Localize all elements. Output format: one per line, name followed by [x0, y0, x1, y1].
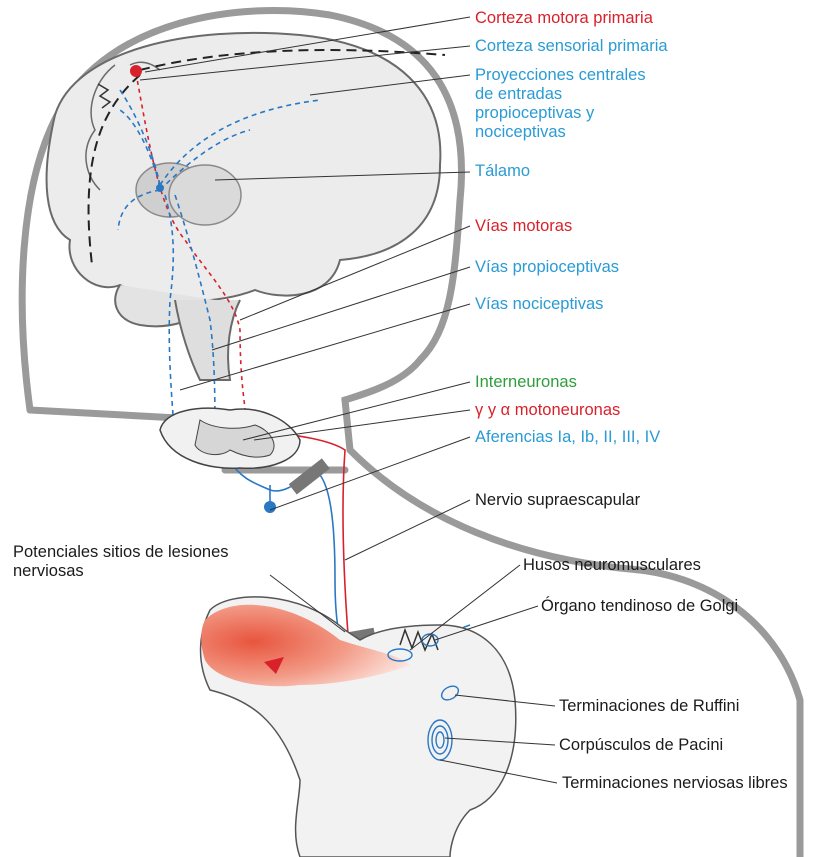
label-proyecciones: Proyecciones centrales de entradas propi…	[475, 66, 650, 142]
label-talamo: Tálamo	[475, 162, 530, 181]
label-vias-nociceptivas: Vías nociceptivas	[475, 295, 603, 314]
thalamic-neuron	[156, 184, 164, 192]
label-ruffini: Terminaciones de Ruffini	[559, 697, 739, 716]
label-nervio-supraescapular: Nervio supraescapular	[475, 491, 640, 510]
label-corteza-sensorial: Corteza sensorial primaria	[475, 37, 668, 56]
label-lesiones: Potenciales sitios de lesiones nerviosas	[13, 543, 283, 581]
label-pacini: Corpúsculos de Pacini	[559, 736, 723, 755]
brain	[47, 33, 445, 380]
label-aferencias: Aferencias Ia, Ib, II, III, IV	[475, 428, 660, 447]
label-motoneuronas: γ y α motoneuronas	[475, 401, 620, 420]
label-interneuronas: Interneuronas	[475, 373, 577, 392]
lesion-site-upper	[289, 458, 330, 494]
label-husos: Husos neuromusculares	[523, 556, 701, 575]
drg-neuron	[264, 501, 276, 513]
label-vias-motoras: Vías motoras	[475, 217, 572, 236]
motor-neuron-cortex	[130, 65, 142, 77]
label-vias-propioceptivas: Vías propioceptivas	[475, 258, 619, 277]
label-corteza-motora: Corteza motora primaria	[475, 9, 653, 28]
spinal-cord	[160, 408, 300, 468]
label-golgi: Órgano tendinoso de Golgi	[541, 597, 738, 616]
label-libres: Terminaciones nerviosas libres	[562, 774, 788, 793]
